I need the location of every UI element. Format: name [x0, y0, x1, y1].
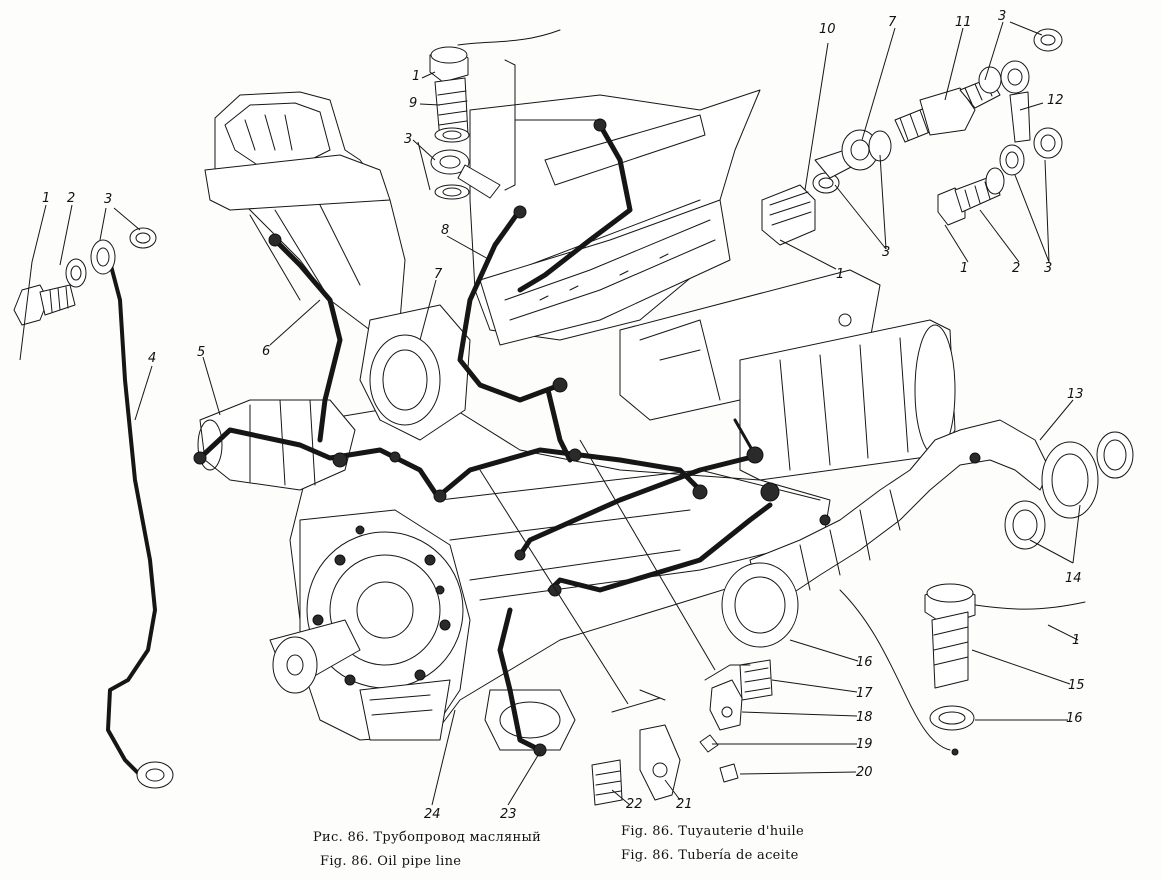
caption-english: Fig. 86. Oil pipe line [320, 854, 462, 869]
callout-19: 19 [856, 737, 873, 752]
callout-20: 20 [856, 765, 873, 780]
callout-16-left: 16 [856, 655, 873, 670]
callout-1: 1 [42, 191, 50, 206]
callout-8: 8 [441, 223, 449, 238]
callout-9: 9 [409, 96, 417, 111]
callout-17: 17 [856, 686, 873, 701]
callout-24: 24 [424, 807, 441, 822]
callout-18: 18 [856, 710, 873, 725]
flange-bolts [312, 525, 451, 686]
callout-10: 10 [819, 22, 836, 37]
callout-13: 13 [1067, 387, 1084, 402]
pipe-4 [13, 227, 174, 789]
callout-1-lower-right: 1 [1072, 633, 1080, 648]
callout-2-right: 2 [1012, 261, 1020, 276]
caption-russian: Рис. 86. Трубопровод масляный [313, 830, 542, 845]
callout-7-left: 7 [434, 267, 443, 282]
callout-22: 22 [626, 797, 643, 812]
callout-21: 21 [676, 797, 693, 812]
callout-5: 5 [197, 345, 205, 360]
callout-4: 4 [148, 351, 156, 366]
callout-3-mid-right: 3 [882, 245, 890, 260]
callout-1-right: 1 [960, 261, 968, 276]
caption-french: Fig. 86. Tuyauterie d'huile [621, 824, 804, 839]
banjo-bolt-lower-right [839, 583, 1086, 756]
exploded-parts-upper-right [761, 28, 1063, 246]
clamp-parts [591, 659, 773, 806]
callout-6: 6 [262, 344, 270, 359]
callout-2: 2 [67, 191, 75, 206]
callout-12: 12 [1047, 93, 1064, 108]
oil-pipes [193, 118, 780, 757]
callout-3-right: 3 [1044, 261, 1052, 276]
leader-lines [19, 21, 1081, 806]
callout-1-mid-right: 1 [836, 267, 844, 282]
callout-numbers: 1 2 3 4 5 6 7 8 1 9 3 10 7 11 3 12 1 3 1… [42, 9, 1085, 822]
caption-spanish: Fig. 86. Tubería de aceite [621, 848, 799, 863]
callout-23: 23 [500, 807, 517, 822]
callout-16-right: 16 [1066, 711, 1083, 726]
callout-7-right: 7 [888, 15, 897, 30]
oil-hose-13 [721, 419, 1134, 648]
callout-14: 14 [1065, 571, 1082, 586]
callout-3-upper-right: 3 [998, 9, 1006, 24]
banjo-bolt-top [429, 29, 601, 200]
engine-block [197, 89, 956, 751]
callout-3: 3 [104, 192, 112, 207]
callout-15: 15 [1068, 678, 1085, 693]
callout-3-top: 3 [404, 132, 412, 147]
callout-11: 11 [955, 15, 972, 30]
callout-1-top: 1 [412, 69, 420, 84]
